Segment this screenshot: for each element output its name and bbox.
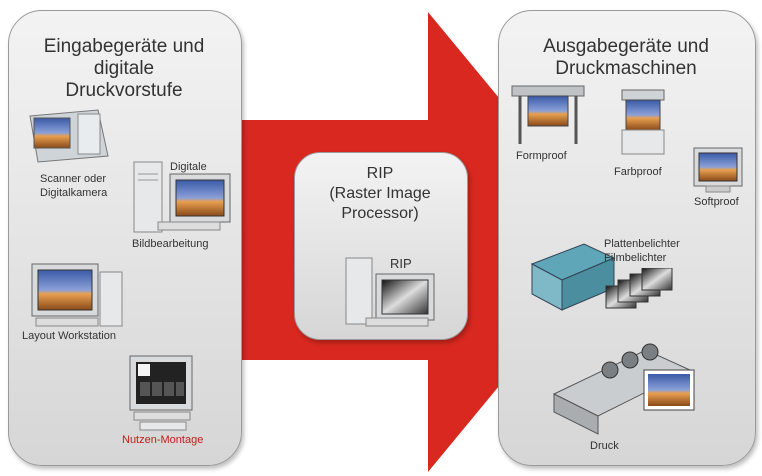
film-sheets-icon xyxy=(605,268,673,309)
plattenbelichter-label: Plattenbelichter xyxy=(604,238,680,250)
scanner-label: Scanner oder Digitalkamera xyxy=(40,173,108,199)
farbproof-printer-icon xyxy=(621,89,665,155)
digitale-label: Digitale xyxy=(170,161,207,173)
input-panel-title: Eingabegeräte und digitale Druckvorstufe xyxy=(43,36,205,101)
druck-label: Druck xyxy=(590,440,619,452)
formproof-plotter-icon xyxy=(511,85,585,144)
layout-workstation-label: Layout Workstation xyxy=(22,330,116,342)
farbproof-label: Farbproof xyxy=(614,166,662,178)
image-editing-workstation-icon xyxy=(133,161,231,233)
formproof-label: Formproof xyxy=(516,150,567,162)
imagesetter-icon xyxy=(530,243,616,311)
rip-workstation-icon xyxy=(345,257,435,327)
nutzen-montage-label: Nutzen-Montage xyxy=(122,434,204,446)
bildbearbeitung-label: Bildbearbeitung xyxy=(132,238,209,250)
rip-label: RIP xyxy=(390,256,412,271)
softproof-label: Softproof xyxy=(694,196,739,208)
printing-press-icon xyxy=(552,343,695,435)
scanner-icon xyxy=(29,109,109,163)
input-panel xyxy=(8,10,242,466)
softproof-monitor-icon xyxy=(693,147,743,193)
rip-panel-title: RIP (Raster Image Processor) xyxy=(329,165,431,222)
layout-workstation-icon xyxy=(31,263,123,327)
output-panel-title: Ausgabegeräte und Druckmaschinen xyxy=(543,36,709,79)
imposition-workstation-icon xyxy=(129,355,193,431)
filmbelichter-label: Filmbelichter xyxy=(604,252,667,264)
